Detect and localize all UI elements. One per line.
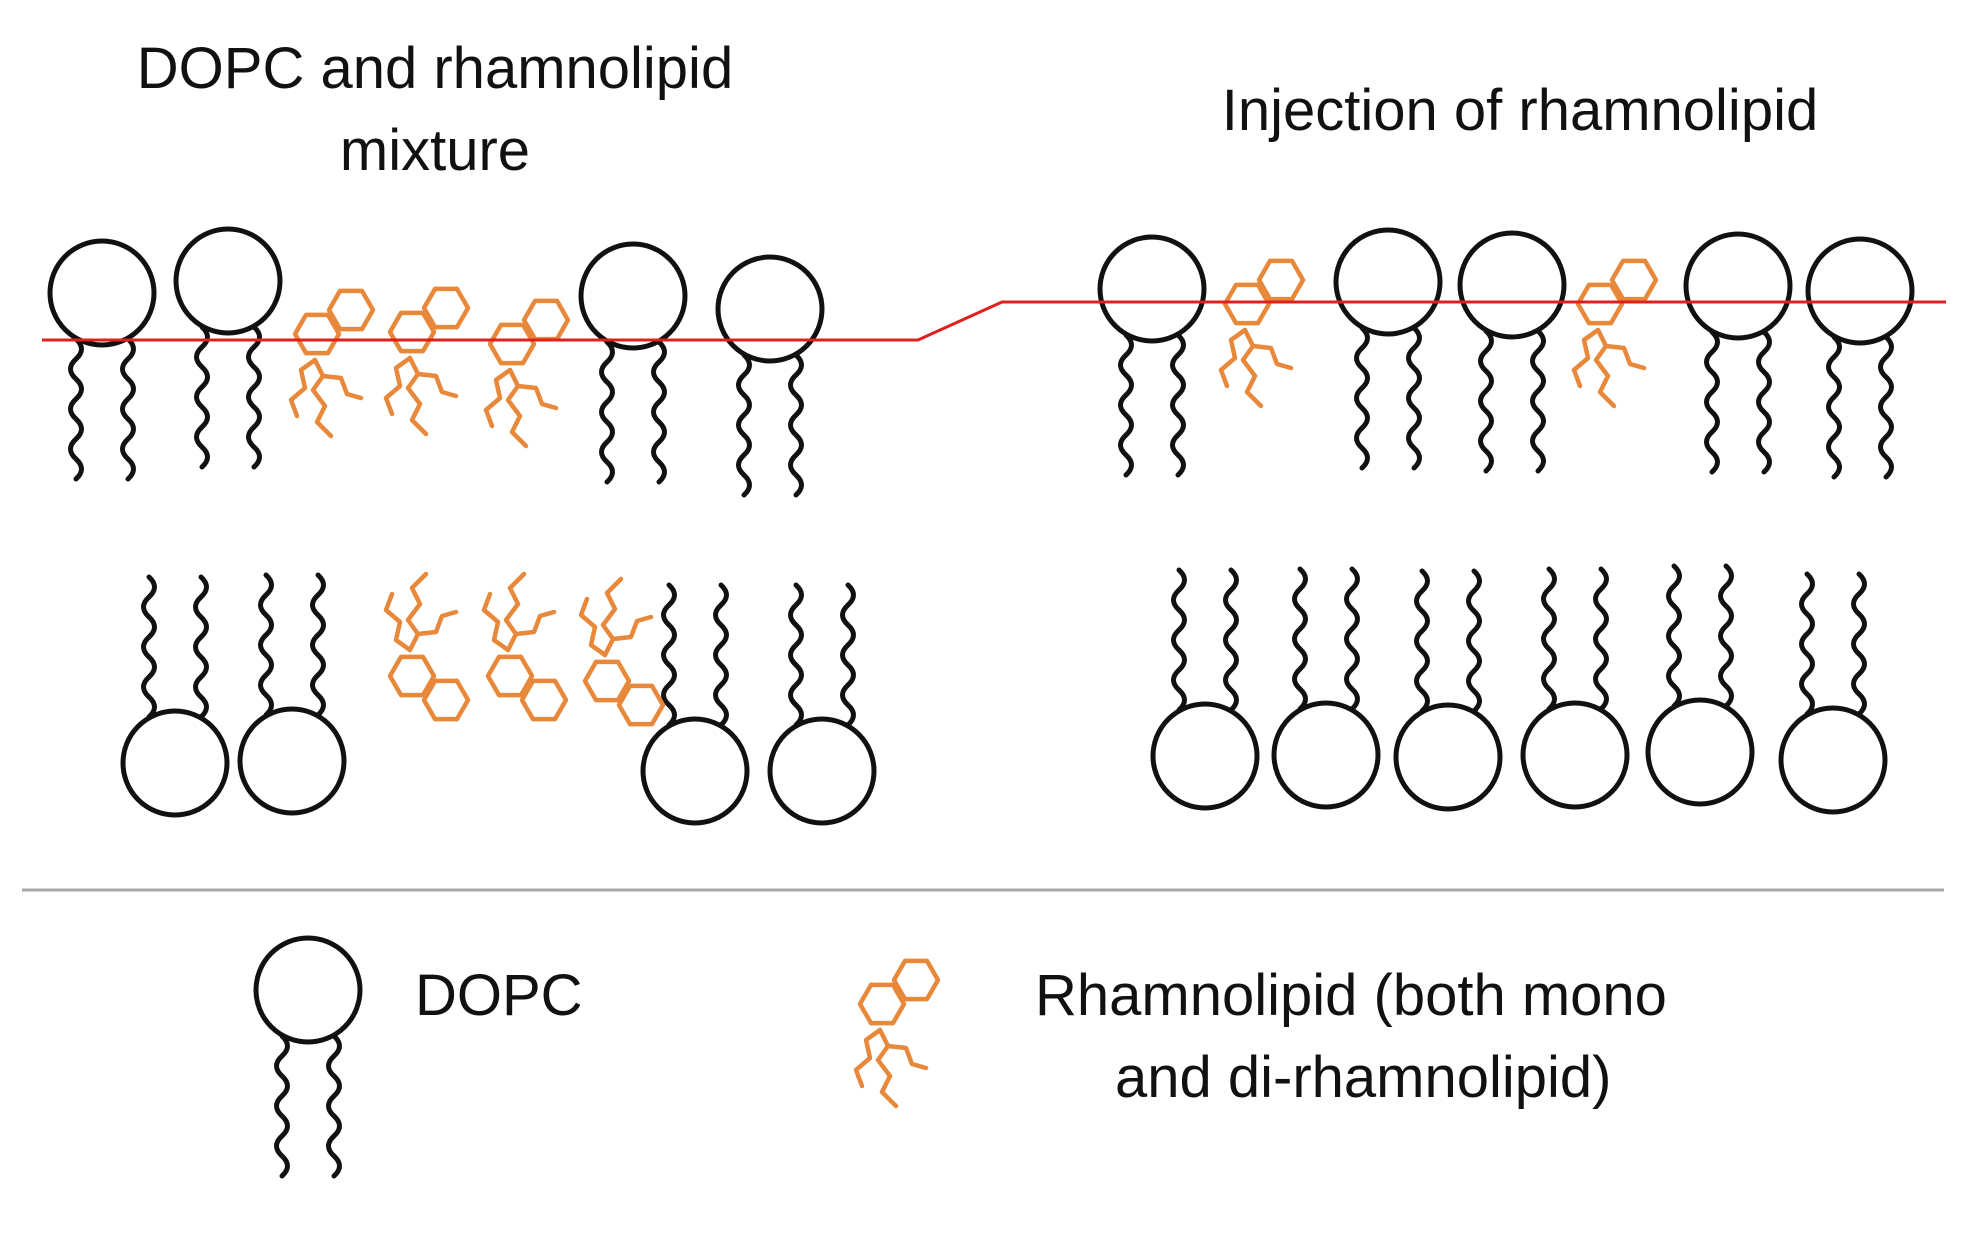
dopc-lipid (715, 254, 825, 498)
dopc-lipid (1271, 566, 1381, 810)
dopc-lipid (767, 582, 877, 826)
rhamnolipid-molecule (383, 571, 471, 722)
left-panel-title-line1: DOPC and rhamnolipid (137, 36, 733, 101)
rhamnolipid-molecule (288, 288, 376, 439)
rhamnolipid-molecule (1218, 258, 1306, 409)
dopc-lipid (1097, 234, 1207, 478)
dopc-lipid (1683, 231, 1793, 475)
legend-rhamnolipid-label-line2: and di-rhamnolipid) (1115, 1045, 1611, 1110)
dopc-molecules (47, 226, 1915, 1179)
dopc-lipid (120, 574, 230, 818)
dopc-lipid (1333, 227, 1443, 471)
rhamnolipid-molecule (1571, 258, 1659, 409)
dopc-lipid (1150, 567, 1260, 811)
dopc-lipid (47, 238, 157, 482)
dopc-lipid (237, 572, 347, 816)
rhamnolipid-molecule (383, 286, 471, 437)
dopc-lipid (173, 226, 283, 470)
dopc-lipid (1778, 571, 1888, 815)
dopc-lipid (640, 582, 750, 826)
rhamnolipid-molecule (481, 571, 569, 722)
dopc-lipid (1645, 563, 1755, 807)
right-panel-title: Injection of rhamnolipid (1222, 78, 1818, 143)
left-panel-title-line2: mixture (340, 118, 530, 183)
dopc-lipid (253, 935, 363, 1179)
rhamnolipid-molecule (853, 958, 941, 1109)
dopc-lipid (578, 241, 688, 485)
dopc-lipid (1805, 236, 1915, 480)
rhamnolipid-molecule (483, 298, 571, 449)
dopc-lipid (1393, 568, 1503, 812)
legend-rhamnolipid-label-line1: Rhamnolipid (both mono (1035, 963, 1667, 1028)
legend-dopc-label: DOPC (415, 963, 583, 1028)
surface-height-line (42, 300, 1946, 342)
rhamnolipid-molecule (578, 576, 666, 727)
dopc-lipid (1457, 230, 1567, 474)
dopc-lipid (1520, 566, 1630, 810)
